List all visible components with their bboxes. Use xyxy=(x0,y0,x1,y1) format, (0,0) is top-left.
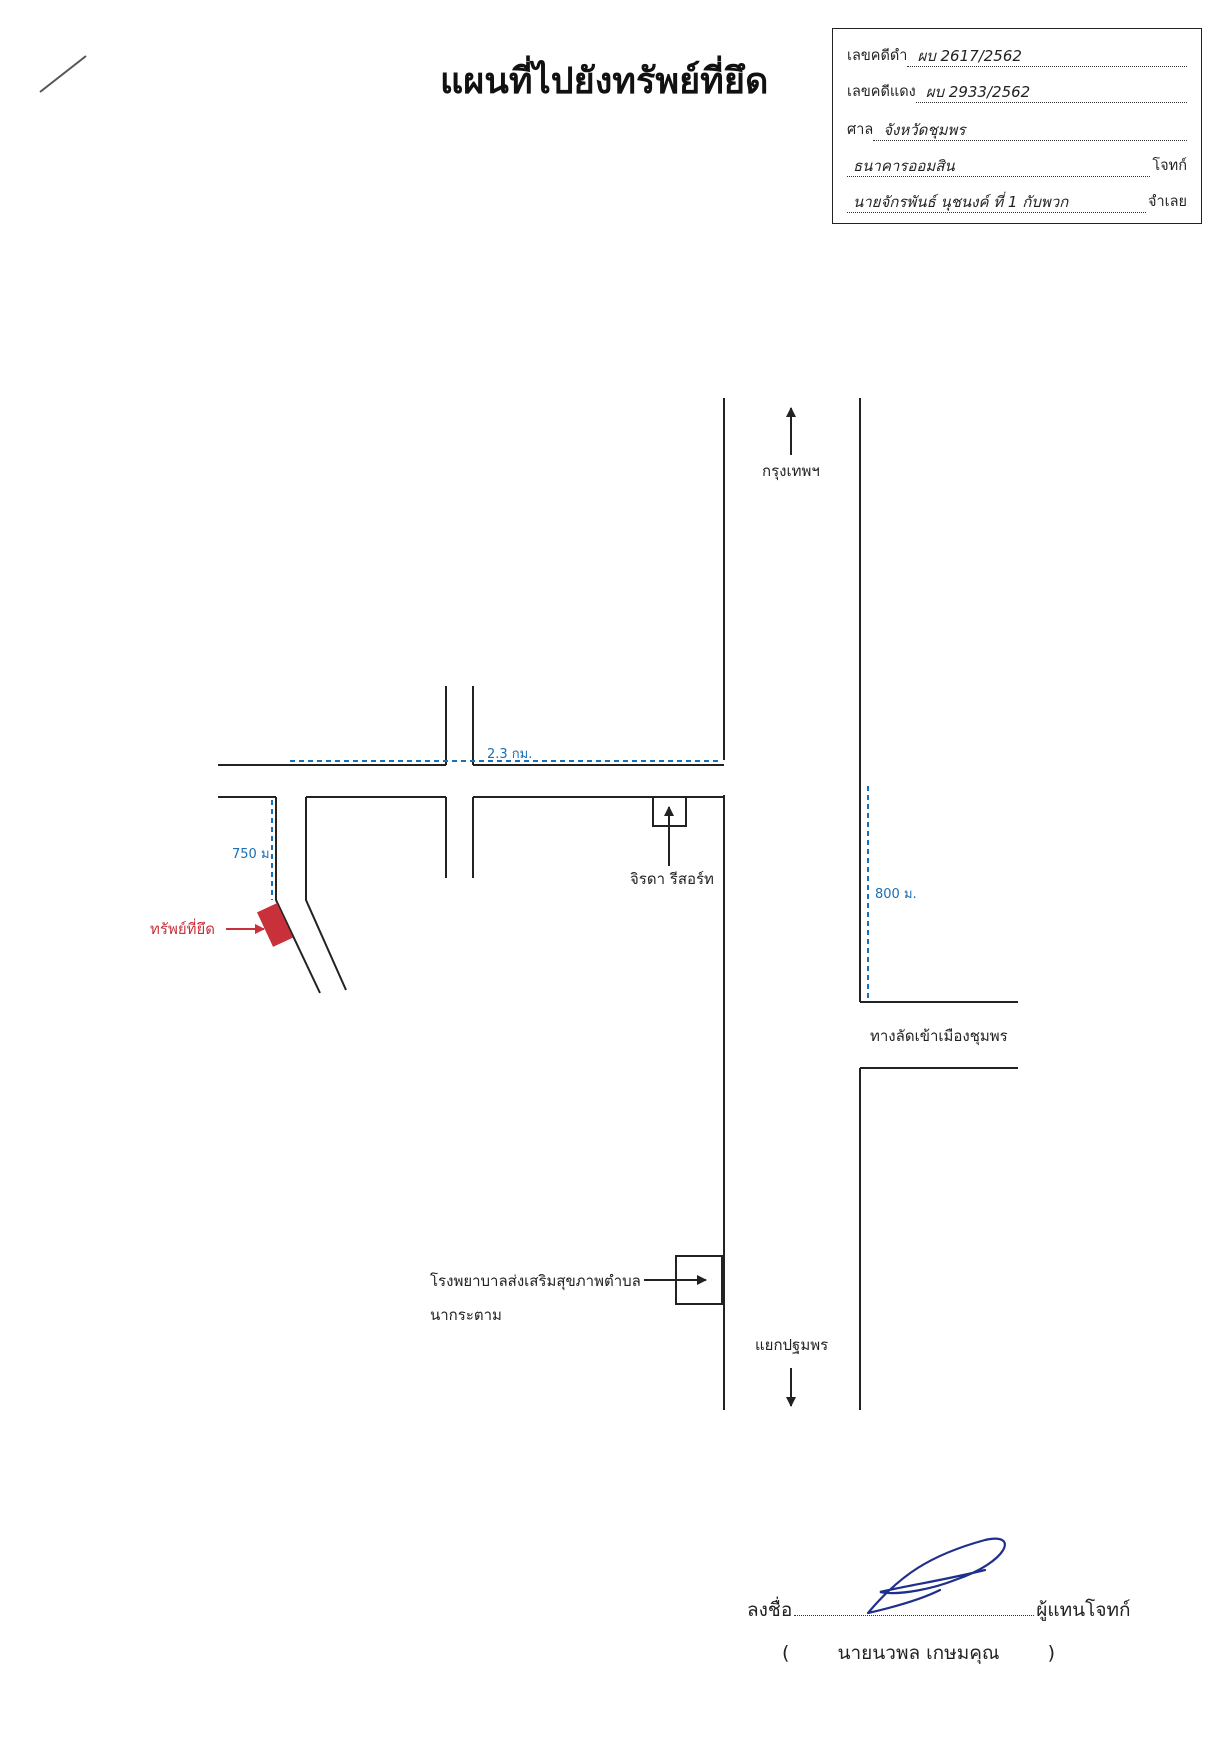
page-title: แผนที่ไปยังทรัพย์ที่ยึด xyxy=(440,60,769,102)
signer-name: นายนวพล เกษมคุณ xyxy=(837,1642,1000,1664)
distance-right-label: 800 ม. xyxy=(875,887,917,902)
south-destination-label: แยกปฐมพร xyxy=(755,1336,828,1354)
red-case-value: ผบ 2933/2562 xyxy=(915,82,1187,103)
north-destination-label: กรุงเทพฯ xyxy=(762,462,820,481)
court-value: จังหวัดชุมพร xyxy=(873,120,1187,141)
hospital-label-line2: นากระตาม xyxy=(430,1306,502,1324)
sign-label: ลงชื่อ xyxy=(747,1599,793,1621)
defendant-value: นายจักรพันธ์ นุชนงค์ ที่ 1 กับพวก xyxy=(847,192,1147,213)
side-road-west xyxy=(275,797,321,994)
signer-role: ผู้แทนโจทก์ xyxy=(1036,1599,1131,1621)
red-case-row: เลขคดีแดง ผบ 2933/2562 xyxy=(847,79,1187,103)
plaintiff-row: ธนาคารออมสิน โจทก์ xyxy=(847,153,1187,177)
signer-name-row: ( นายนวพล เกษมคุณ ) xyxy=(782,1638,1055,1668)
signature-dotted-line xyxy=(794,1615,1035,1616)
name-open-paren: ( xyxy=(782,1642,790,1664)
red-case-label: เลขคดีแดง xyxy=(847,84,916,100)
court-row: ศาล จังหวัดชุมพร xyxy=(847,117,1187,141)
pen-mark xyxy=(39,55,87,93)
signature-scribble xyxy=(866,1537,1006,1615)
distance-horizontal-label: 2.3 กม. xyxy=(487,747,532,762)
defendant-suffix: จำเลย xyxy=(1148,194,1187,210)
name-close-paren: ) xyxy=(1047,1642,1056,1664)
shortcut-label: ทางลัดเข้าเมืองชุมพร xyxy=(870,1027,1008,1046)
defendant-row: นายจักรพันธ์ นุชนงค์ ที่ 1 กับพวก จำเลย xyxy=(847,189,1187,213)
resort-label: จิรดา รีสอร์ท xyxy=(630,870,714,888)
court-label: ศาล xyxy=(847,122,874,138)
distance-lines xyxy=(271,760,869,998)
signature-line-row: ลงชื่อ ผู้แทนโจทก์ xyxy=(747,1595,1131,1625)
property-marker xyxy=(257,903,293,947)
plaintiff-suffix: โจทก์ xyxy=(1152,158,1187,174)
roads xyxy=(218,398,1018,1410)
black-case-row: เลขคดีดำ ผบ 2617/2562 xyxy=(847,43,1187,67)
distance-left-label: 750 ม. xyxy=(232,847,274,862)
property-label: ทรัพย์ที่ยึด xyxy=(150,918,215,938)
case-info-box: เลขคดีดำ ผบ 2617/2562 เลขคดีแดง ผบ 2933/… xyxy=(832,28,1202,224)
hospital-label-line1: โรงพยาบาลส่งเสริมสุขภาพตำบล xyxy=(430,1272,641,1291)
black-case-label: เลขคดีดำ xyxy=(847,48,908,64)
side-road-east xyxy=(305,797,347,991)
black-case-value: ผบ 2617/2562 xyxy=(907,46,1187,67)
plaintiff-value: ธนาคารออมสิน xyxy=(847,156,1151,177)
